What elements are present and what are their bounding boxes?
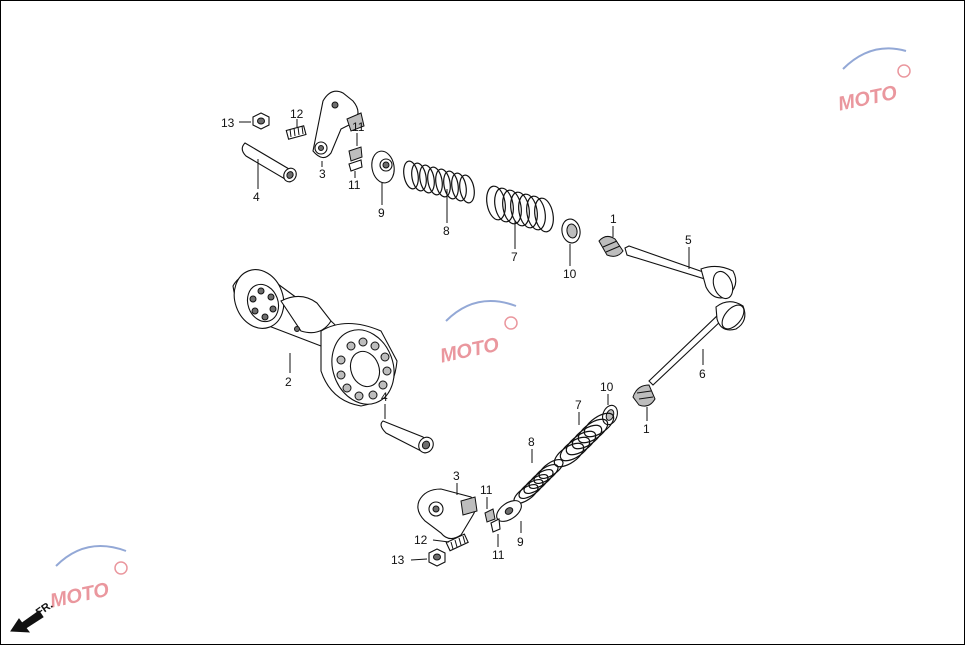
callout-12-upper: 12 [290, 107, 304, 121]
callout-5: 5 [685, 233, 692, 247]
callout-13-upper: 13 [221, 116, 235, 130]
part-6-valve-lower [648, 301, 746, 386]
callout-8-lower: 8 [528, 435, 535, 449]
watermark-logo-center: MOTO [438, 300, 518, 368]
watermark-text: MOTO [836, 82, 899, 116]
part-4-rocker-shaft-lower [380, 420, 434, 454]
part-3-rocker-arm-upper [312, 90, 365, 159]
part-10-spring-seat-lower [602, 404, 618, 426]
callout-3-upper: 3 [319, 167, 326, 181]
part-2-camshaft [232, 269, 398, 407]
callout-12-lower: 12 [414, 533, 428, 547]
watermark-text: MOTO [48, 579, 111, 613]
part-7-outer-spring-upper [486, 185, 554, 233]
callout-10-lower: 10 [600, 380, 614, 394]
callout-10-upper: 10 [563, 267, 577, 281]
callout-7-lower: 7 [575, 398, 582, 412]
part-1-stem-seal-upper [598, 235, 624, 257]
leader-lines [239, 119, 704, 561]
part-12-adjust-screw-lower [445, 533, 469, 552]
part-5-valve-upper [624, 245, 737, 300]
part-1-stem-seal-lower [632, 384, 656, 407]
part-3-rocker-arm-lower [417, 488, 478, 540]
part-11-cotters-upper [348, 146, 363, 172]
callout-9-upper: 9 [378, 206, 385, 220]
callout-1-lower: 1 [643, 422, 650, 436]
watermark-text: MOTO [438, 334, 501, 368]
callout-11-upper-a: 11 [352, 120, 365, 134]
part-4-rocker-shaft-upper [241, 142, 297, 183]
part-12-adjust-screw-upper [285, 125, 307, 140]
part-11-cotters-lower [484, 508, 501, 533]
part-9-retainer-upper [371, 150, 395, 184]
part-13-nut-upper [252, 112, 270, 130]
callout-8-upper: 8 [443, 224, 450, 238]
arrow-down-left-icon [10, 610, 44, 633]
callout-11-upper-b: 11 [348, 178, 361, 192]
watermark-logo-top-right: MOTO [836, 47, 911, 116]
callout-6: 6 [699, 367, 706, 381]
callout-7-upper: 7 [511, 250, 518, 264]
callout-3-lower: 3 [453, 469, 460, 483]
callout-9-lower: 9 [517, 535, 524, 549]
callout-4-lower: 4 [381, 390, 388, 404]
part-7-outer-spring-lower [553, 412, 615, 468]
part-8-inner-spring-upper [403, 160, 475, 204]
callout-11-lower-a: 11 [480, 483, 493, 497]
callout-1-upper: 1 [610, 212, 617, 226]
watermark-logo-bottom-left: MOTO [48, 545, 128, 613]
callout-11-lower-b: 11 [492, 548, 505, 562]
front-direction-indicator: FR. [10, 599, 55, 633]
callout-4-upper: 4 [253, 190, 260, 204]
callout-2: 2 [285, 375, 292, 389]
part-8-inner-spring-lower [513, 458, 564, 505]
part-9-retainer-lower [496, 500, 522, 522]
callout-13-lower: 13 [391, 553, 405, 567]
part-13-nut-lower [428, 548, 446, 567]
part-10-spring-seat-upper [561, 218, 581, 244]
